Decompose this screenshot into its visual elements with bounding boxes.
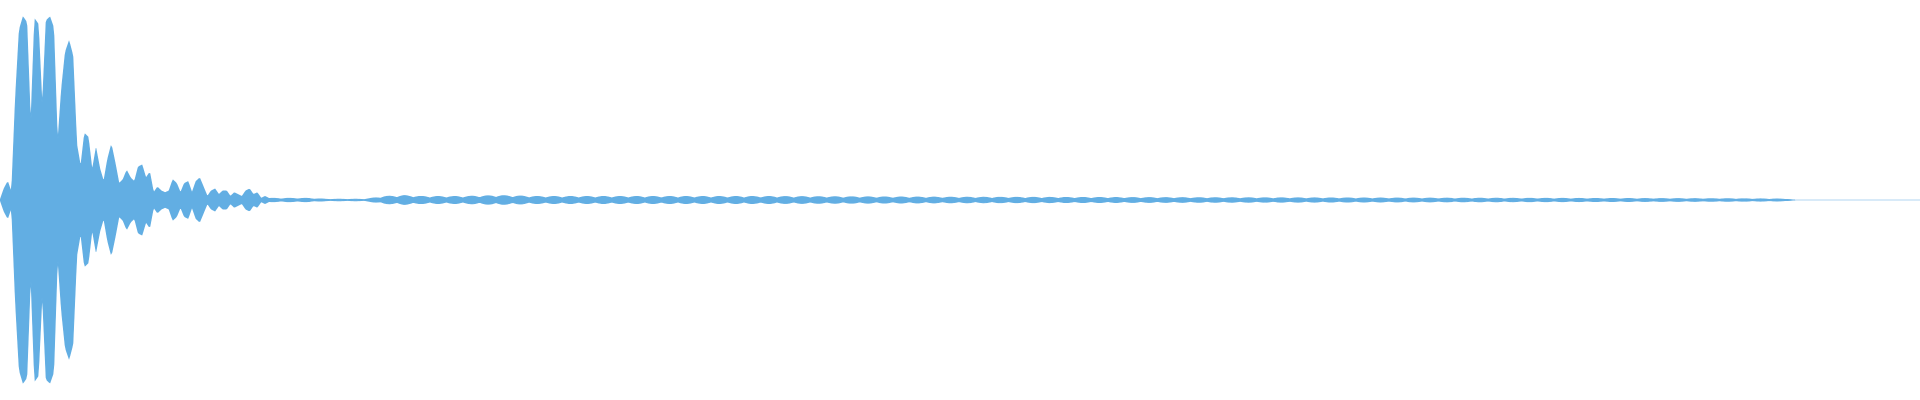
waveform-samples (0, 16, 1920, 384)
